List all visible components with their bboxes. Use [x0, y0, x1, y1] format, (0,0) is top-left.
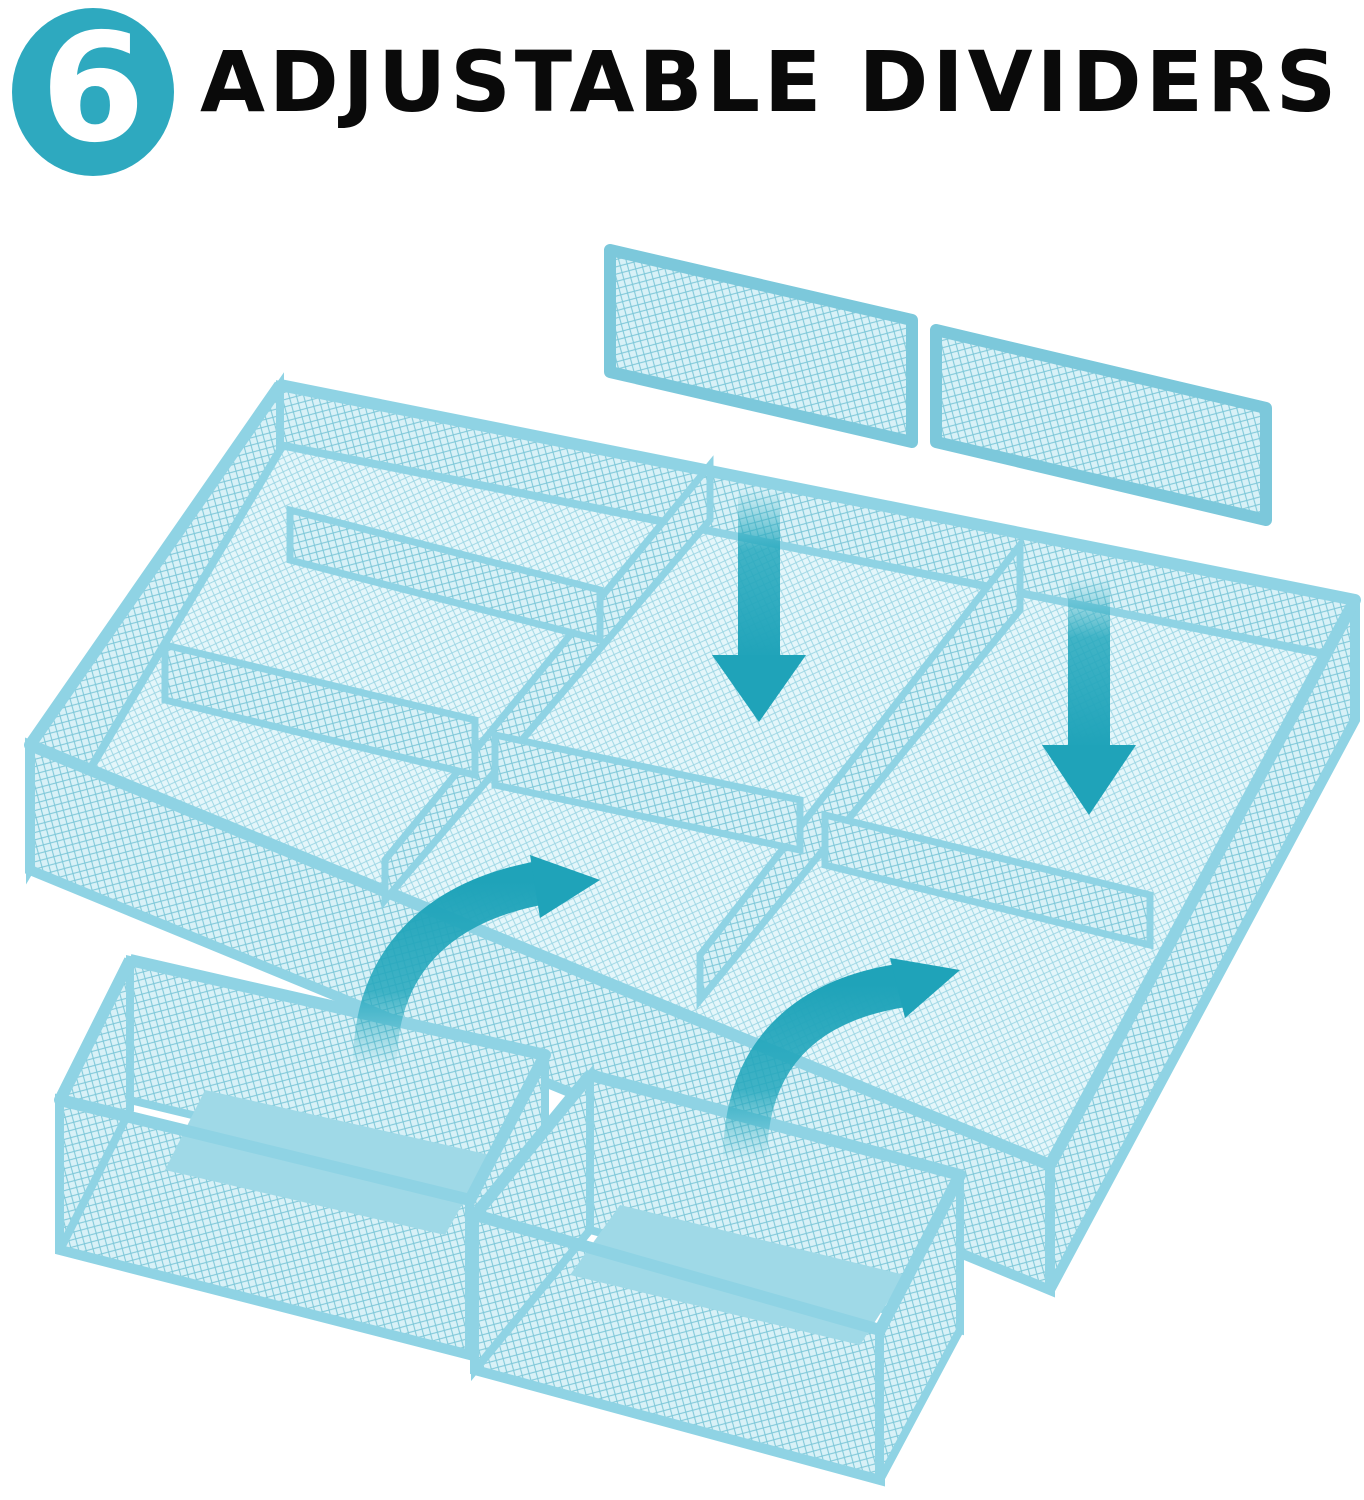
down-arrow-icon-1 [712, 490, 806, 722]
loose-divider-1 [604, 244, 918, 448]
badge-number: 6 [40, 2, 146, 176]
number-badge: 6 [12, 8, 174, 176]
down-arrow-icon-2 [1042, 578, 1136, 815]
loose-basket-1 [54, 954, 551, 1362]
header: 6 ADJUSTABLE DIVIDERS [0, 0, 1364, 190]
page-title: ADJUSTABLE DIVIDERS [200, 33, 1341, 131]
loose-basket-2 [469, 1063, 966, 1487]
curved-arrow-icon-1 [353, 855, 600, 1066]
curved-arrow-icon-2 [723, 958, 960, 1161]
installed-dividers [161, 455, 1154, 1010]
loose-divider-2 [930, 324, 1272, 526]
